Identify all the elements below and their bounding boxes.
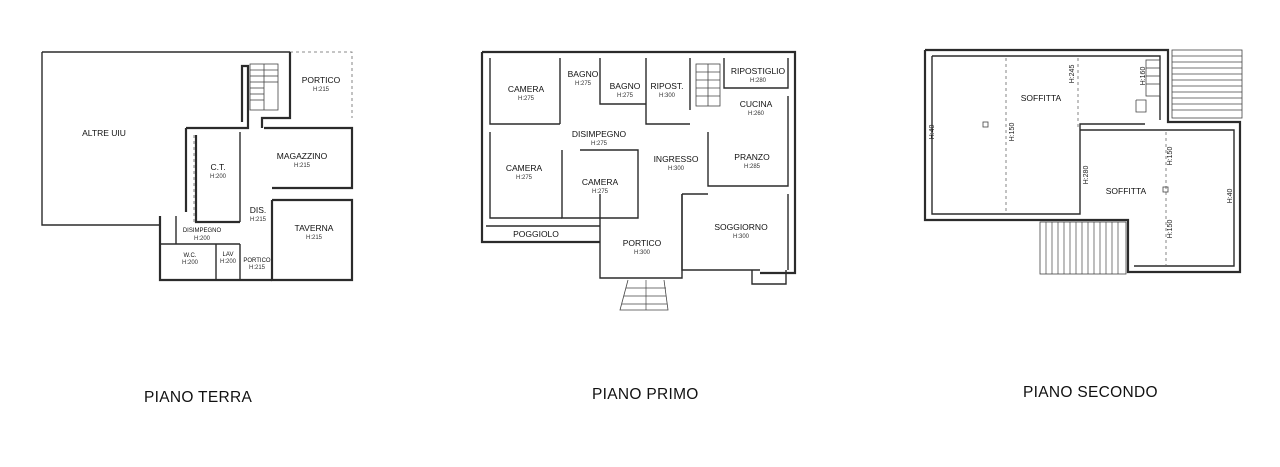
primo-stairs (695, 63, 721, 107)
h280-label: H:280 (1083, 166, 1090, 185)
disimpegno-terra-label: DISIMPEGNO (183, 228, 222, 234)
primo-outer-right (482, 50, 797, 275)
roof-hatch-top-right (1171, 49, 1243, 119)
terra-stairs (249, 63, 279, 111)
soggiorno-walls (681, 194, 760, 271)
h245-label: H:245 (1069, 65, 1076, 84)
piano-terra-title: PIANO TERRA (144, 389, 253, 406)
bagno2-height: H:275 (617, 93, 634, 99)
camera3-walls (561, 149, 639, 219)
camera2-height: H:275 (516, 175, 533, 181)
pranzo-label: PRANZO (734, 152, 770, 162)
secondo-inner-top (932, 55, 1161, 120)
portico-primo-label: PORTICO (623, 238, 662, 248)
portico-top-label: PORTICO (302, 75, 341, 85)
piano-primo-plan: CAMERA H:275 BAGNO H:275 BAGNO H:275 RIP… (480, 50, 797, 311)
camera3-height: H:275 (592, 189, 609, 195)
h150-c-label: H:150 (1167, 220, 1174, 239)
magazzino-walls (264, 126, 354, 190)
soggiorno-label: SOGGIORNO (714, 222, 768, 232)
soggiorno-bay (751, 270, 787, 285)
camera2-walls (489, 132, 562, 219)
ripostiglio-walls (723, 58, 789, 89)
taverna-label: TAVERNA (295, 223, 334, 233)
altre-uiu-label: ALTRE UIU (82, 128, 126, 138)
piano-terra-plan: ALTRE UIU PORTICO H:215 MAGAZZINO H:215 … (41, 51, 354, 282)
ct-height: H:200 (210, 174, 227, 180)
pranzo-height: H:285 (744, 164, 761, 170)
taverna-walls (270, 198, 354, 282)
wc-height: H:200 (182, 260, 199, 266)
dis-height: H:215 (250, 217, 267, 223)
h150-b-label: H:150 (1167, 147, 1174, 166)
ripostiglio-label: RIPOSTIGLIO (731, 66, 786, 76)
wc-label: W.C. (184, 253, 197, 259)
lav-label: LAV (223, 252, 234, 258)
bagno2-walls (599, 58, 646, 105)
altre-uiu-outline (41, 52, 160, 226)
portico-primo-walls (599, 194, 683, 279)
chimney-marker-right (1162, 186, 1169, 193)
primo-external-steps (619, 279, 669, 311)
camera1-walls (489, 58, 560, 125)
chimney-marker-left (982, 121, 989, 128)
terra-bottom-wall (158, 216, 272, 282)
lav-height: H:200 (220, 259, 237, 265)
disimpegno-terra-height: H:200 (194, 236, 211, 242)
camera1-height: H:275 (518, 96, 535, 102)
cucina-height: H:260 (748, 111, 765, 117)
poggiolo-label: POGGIOLO (513, 229, 559, 239)
h160-label: H:160 (1140, 67, 1147, 86)
bagno1-height: H:275 (575, 81, 592, 87)
soffitta2-label: SOFFITTA (1106, 186, 1147, 196)
h150-a-label: H:150 (1009, 123, 1016, 142)
secondo-inner-right (1080, 129, 1235, 267)
ct-label: C.T. (210, 162, 225, 172)
ingresso-label: INGRESSO (654, 154, 699, 164)
portico-top-height: H:215 (313, 87, 330, 93)
secondo-inner-left (931, 56, 1145, 215)
disimpegno-primo-height: H:275 (591, 141, 608, 147)
portico-bottom-label: PORTICO (243, 258, 271, 264)
primo-outer-left (480, 52, 600, 244)
ripost-label: RIPOST. (650, 81, 683, 91)
dis-label: DIS. (250, 205, 267, 215)
piano-secondo-plan: SOFFITTA SOFFITTA H:40 H:150 H:245 H:160… (923, 48, 1243, 275)
cucina-label: CUCINA (740, 99, 773, 109)
piano-primo-title: PIANO PRIMO (592, 386, 699, 403)
secondo-stairs (1135, 59, 1161, 113)
camera1-label: CAMERA (508, 84, 545, 94)
stair-walls (186, 64, 250, 130)
h40-right-label: H:40 (1227, 189, 1234, 204)
magazzino-label: MAGAZZINO (277, 151, 328, 161)
bagno2-label: BAGNO (610, 81, 641, 91)
magazzino-height: H:215 (294, 163, 311, 169)
camera3-label: CAMERA (582, 177, 619, 187)
portico-primo-height: H:300 (634, 250, 651, 256)
portico-bottom-height: H:215 (249, 265, 266, 271)
camera2-label: CAMERA (506, 163, 543, 173)
pranzo-walls (707, 96, 789, 187)
h40-left-label: H:40 (929, 125, 936, 140)
roof-hatch-bottom-left (1039, 221, 1127, 275)
piano-secondo-title: PIANO SECONDO (1023, 384, 1158, 401)
ct-walls (194, 135, 240, 224)
soffitta1-label: SOFFITTA (1021, 93, 1062, 103)
taverna-height: H:215 (306, 235, 323, 241)
disimpegno-primo-label: DISIMPEGNO (572, 129, 627, 139)
ripost-height: H:300 (659, 93, 676, 99)
soggiorno-height: H:300 (733, 234, 750, 240)
portico-dashed-outline (290, 51, 353, 118)
ripostiglio-height: H:280 (750, 78, 767, 84)
ingresso-height: H:300 (668, 166, 685, 172)
terra-wall-a (260, 52, 292, 128)
secondo-outer-wall (923, 48, 1242, 274)
bagno1-label: BAGNO (568, 69, 599, 79)
ripost-walls (645, 58, 690, 125)
